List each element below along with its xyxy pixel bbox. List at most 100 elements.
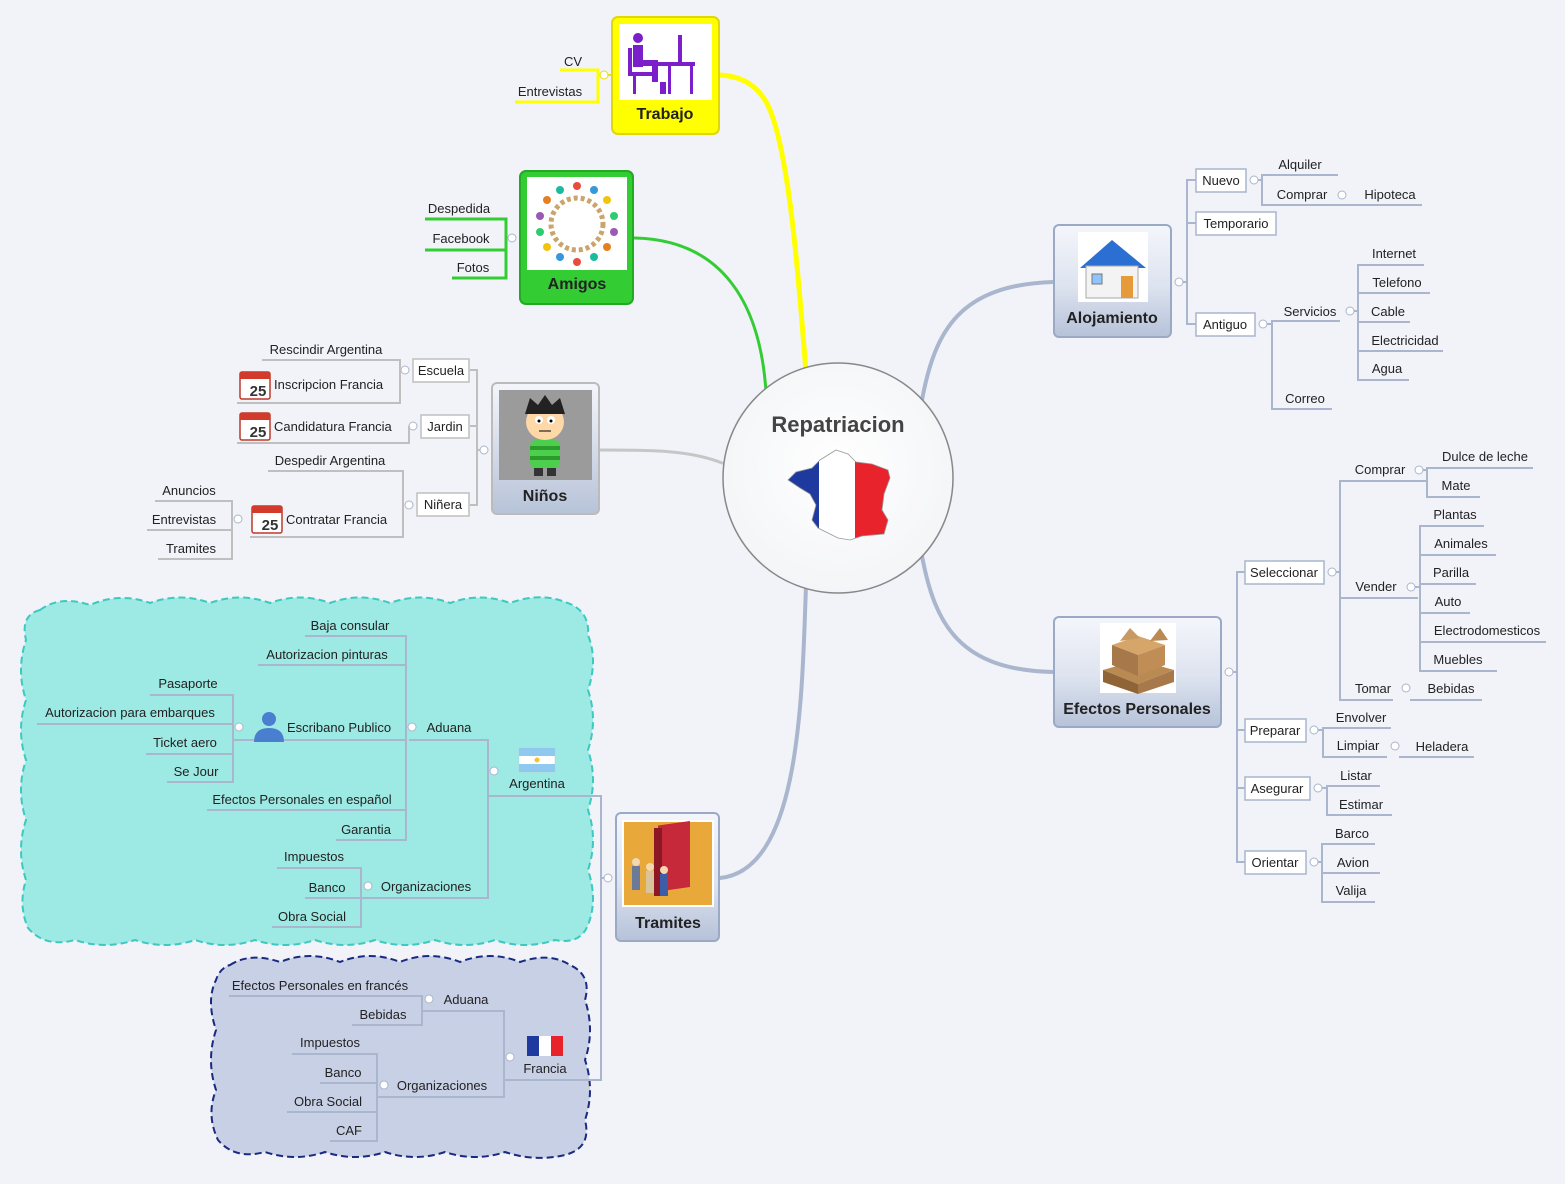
subtopic-baja-consular[interactable]: Baja consular (311, 618, 390, 633)
subtopic-estimar[interactable]: Estimar (1339, 797, 1384, 812)
calendar-icon: 25 (239, 412, 271, 441)
subtopic-barco[interactable]: Barco (1335, 826, 1369, 841)
subtopic-tomar[interactable]: Tomar (1355, 681, 1392, 696)
subtopic-despedir-argentina[interactable]: Despedir Argentina (275, 453, 386, 468)
argentina-boundary (20, 596, 594, 946)
subtopic-argentina[interactable]: Argentina (509, 776, 565, 791)
topic-alojamiento[interactable]: Alojamiento (1053, 224, 1172, 338)
subtopic-listar[interactable]: Listar (1340, 768, 1372, 783)
subtopic-auto[interactable]: Auto (1435, 594, 1462, 609)
subtopic-alquiler[interactable]: Alquiler (1278, 157, 1322, 172)
subtopic-nuevo[interactable] (1195, 168, 1247, 193)
subtopic-seleccionar[interactable] (1244, 560, 1325, 585)
subtopic-mate[interactable]: Mate (1442, 478, 1471, 493)
subtopic-tramites-ninera[interactable]: Tramites (166, 541, 217, 556)
subtopic-nuevo-label: Nuevo (1202, 173, 1240, 188)
subtopic-orientar-label: Orientar (1252, 855, 1300, 870)
subtopic-anuncios[interactable]: Anuncios (162, 483, 216, 498)
subtopic-electrodomesticos[interactable]: Electrodomesticos (1434, 623, 1541, 638)
subtopic-facebook[interactable]: Facebook (432, 231, 490, 246)
subtopic-autorizacion-pinturas[interactable]: Autorizacion pinturas (266, 647, 388, 662)
subtopic-heladera[interactable]: Heladera (1416, 739, 1470, 754)
subtopic-garantia[interactable]: Garantia (341, 822, 392, 837)
subtopic-muebles[interactable]: Muebles (1433, 652, 1483, 667)
subtopic-comprar-nuevo[interactable]: Comprar (1277, 187, 1328, 202)
topic-efectos-label: Efectos Personales (1063, 701, 1211, 718)
subtopic-comprar-efectos[interactable]: Comprar (1355, 462, 1406, 477)
subtopic-jardin[interactable] (420, 414, 470, 439)
subtopic-animales[interactable]: Animales (1434, 536, 1488, 551)
subtopic-entrevistas[interactable]: Entrevistas (518, 84, 583, 99)
topic-trabajo[interactable]: Trabajo (611, 16, 720, 135)
subtopic-cv[interactable]: CV (564, 54, 582, 69)
subtopic-orientar[interactable] (1244, 850, 1307, 875)
subtopic-organizaciones-argentina[interactable]: Organizaciones (381, 879, 472, 894)
subtopic-autorizacion-embarques[interactable]: Autorizacion para embarques (45, 705, 215, 720)
subtopic-escribano-publico[interactable]: Escribano Publico (287, 720, 391, 735)
subtopic-antiguo-label: Antiguo (1203, 317, 1247, 332)
topic-amigos[interactable]: Amigos (519, 170, 634, 305)
subtopic-limpiar[interactable]: Limpiar (1337, 738, 1380, 753)
central-topic-label: Repatriacion (771, 412, 904, 437)
subtopic-servicios[interactable]: Servicios (1284, 304, 1337, 319)
subtopic-dulce-de-leche[interactable]: Dulce de leche (1442, 449, 1528, 464)
subtopic-ticket-aero[interactable]: Ticket aero (153, 735, 217, 750)
subtopic-contratar-francia[interactable]: Contratar Francia (286, 512, 388, 527)
subtopic-telefono[interactable]: Telefono (1372, 275, 1421, 290)
subtopic-rescindir-argentina[interactable]: Rescindir Argentina (270, 342, 383, 357)
subtopic-obra-social-argentina[interactable]: Obra Social (278, 909, 346, 924)
subtopic-correo[interactable]: Correo (1285, 391, 1325, 406)
subtopic-inscripcion-francia[interactable]: Inscripcion Francia (274, 377, 384, 392)
calendar-icon: 25 (251, 505, 283, 534)
subtopic-obra-social-francia[interactable]: Obra Social (294, 1094, 362, 1109)
alojamiento-subtopics: Nuevo Alquiler Comprar Hipoteca Temporar… (1174, 157, 1443, 410)
subtopic-organizaciones-francia[interactable]: Organizaciones (397, 1078, 488, 1093)
subtopic-plantas[interactable]: Plantas (1433, 507, 1477, 522)
subtopic-envolver[interactable]: Envolver (1336, 710, 1387, 725)
subtopic-asegurar[interactable] (1244, 776, 1311, 801)
desk-worker-icon (628, 33, 695, 94)
subtopic-internet[interactable]: Internet (1372, 246, 1416, 261)
subtopic-bebidas-francia[interactable]: Bebidas (360, 1007, 407, 1022)
subtopic-entrevistas-ninera[interactable]: Entrevistas (152, 512, 217, 527)
subtopic-valija[interactable]: Valija (1336, 883, 1368, 898)
subtopic-caf[interactable]: CAF (336, 1123, 362, 1138)
subtopic-antiguo[interactable] (1195, 312, 1256, 337)
subtopic-efectos-espanol[interactable]: Efectos Personales en español (212, 792, 391, 807)
calendar-day: 25 (262, 517, 279, 534)
subtopic-despedida[interactable]: Despedida (428, 201, 491, 216)
topic-tramites[interactable]: Tramites (615, 812, 720, 942)
subtopic-cable[interactable]: Cable (1371, 304, 1405, 319)
calendar-day: 25 (250, 424, 267, 441)
subtopic-banco-argentina[interactable]: Banco (309, 880, 346, 895)
topic-efectos-personales[interactable]: Efectos Personales (1053, 616, 1222, 728)
subtopic-impuestos-francia[interactable]: Impuestos (300, 1035, 360, 1050)
subtopic-bebidas-efectos[interactable]: Bebidas (1428, 681, 1475, 696)
subtopic-se-jour[interactable]: Se Jour (174, 764, 219, 779)
subtopic-hipoteca[interactable]: Hipoteca (1364, 187, 1416, 202)
topic-ninos[interactable]: Niños (491, 382, 600, 515)
france-flag-icon (527, 1036, 563, 1056)
subtopic-efectos-frances[interactable]: Efectos Personales en francés (232, 978, 409, 993)
subtopic-candidatura-francia[interactable]: Candidatura Francia (274, 419, 393, 434)
main-branches (598, 72, 1055, 880)
subtopic-ninera[interactable] (416, 492, 470, 517)
subtopic-electricidad[interactable]: Electricidad (1371, 333, 1438, 348)
subtopic-parilla[interactable]: Parilla (1433, 565, 1470, 580)
subtopic-francia[interactable]: Francia (523, 1061, 567, 1076)
subtopic-aduana-argentina[interactable]: Aduana (427, 720, 473, 735)
subtopic-agua[interactable]: Agua (1372, 361, 1403, 376)
subtopic-escuela[interactable] (412, 358, 470, 383)
subtopic-banco-francia[interactable]: Banco (325, 1065, 362, 1080)
subtopic-fotos[interactable]: Fotos (457, 260, 490, 275)
subtopic-preparar[interactable] (1244, 718, 1307, 743)
subtopic-temporario[interactable] (1195, 211, 1277, 236)
subtopic-pasaporte[interactable]: Pasaporte (158, 676, 217, 691)
subtopic-aduana-francia[interactable]: Aduana (444, 992, 490, 1007)
tramites-subtopics: Argentina Aduana Baja consular Autorizac… (37, 618, 613, 1142)
subtopic-vender[interactable]: Vender (1355, 579, 1397, 594)
subtopic-avion[interactable]: Avion (1337, 855, 1369, 870)
central-topic[interactable]: Repatriacion (722, 362, 954, 594)
subtopic-impuestos-argentina[interactable]: Impuestos (284, 849, 344, 864)
